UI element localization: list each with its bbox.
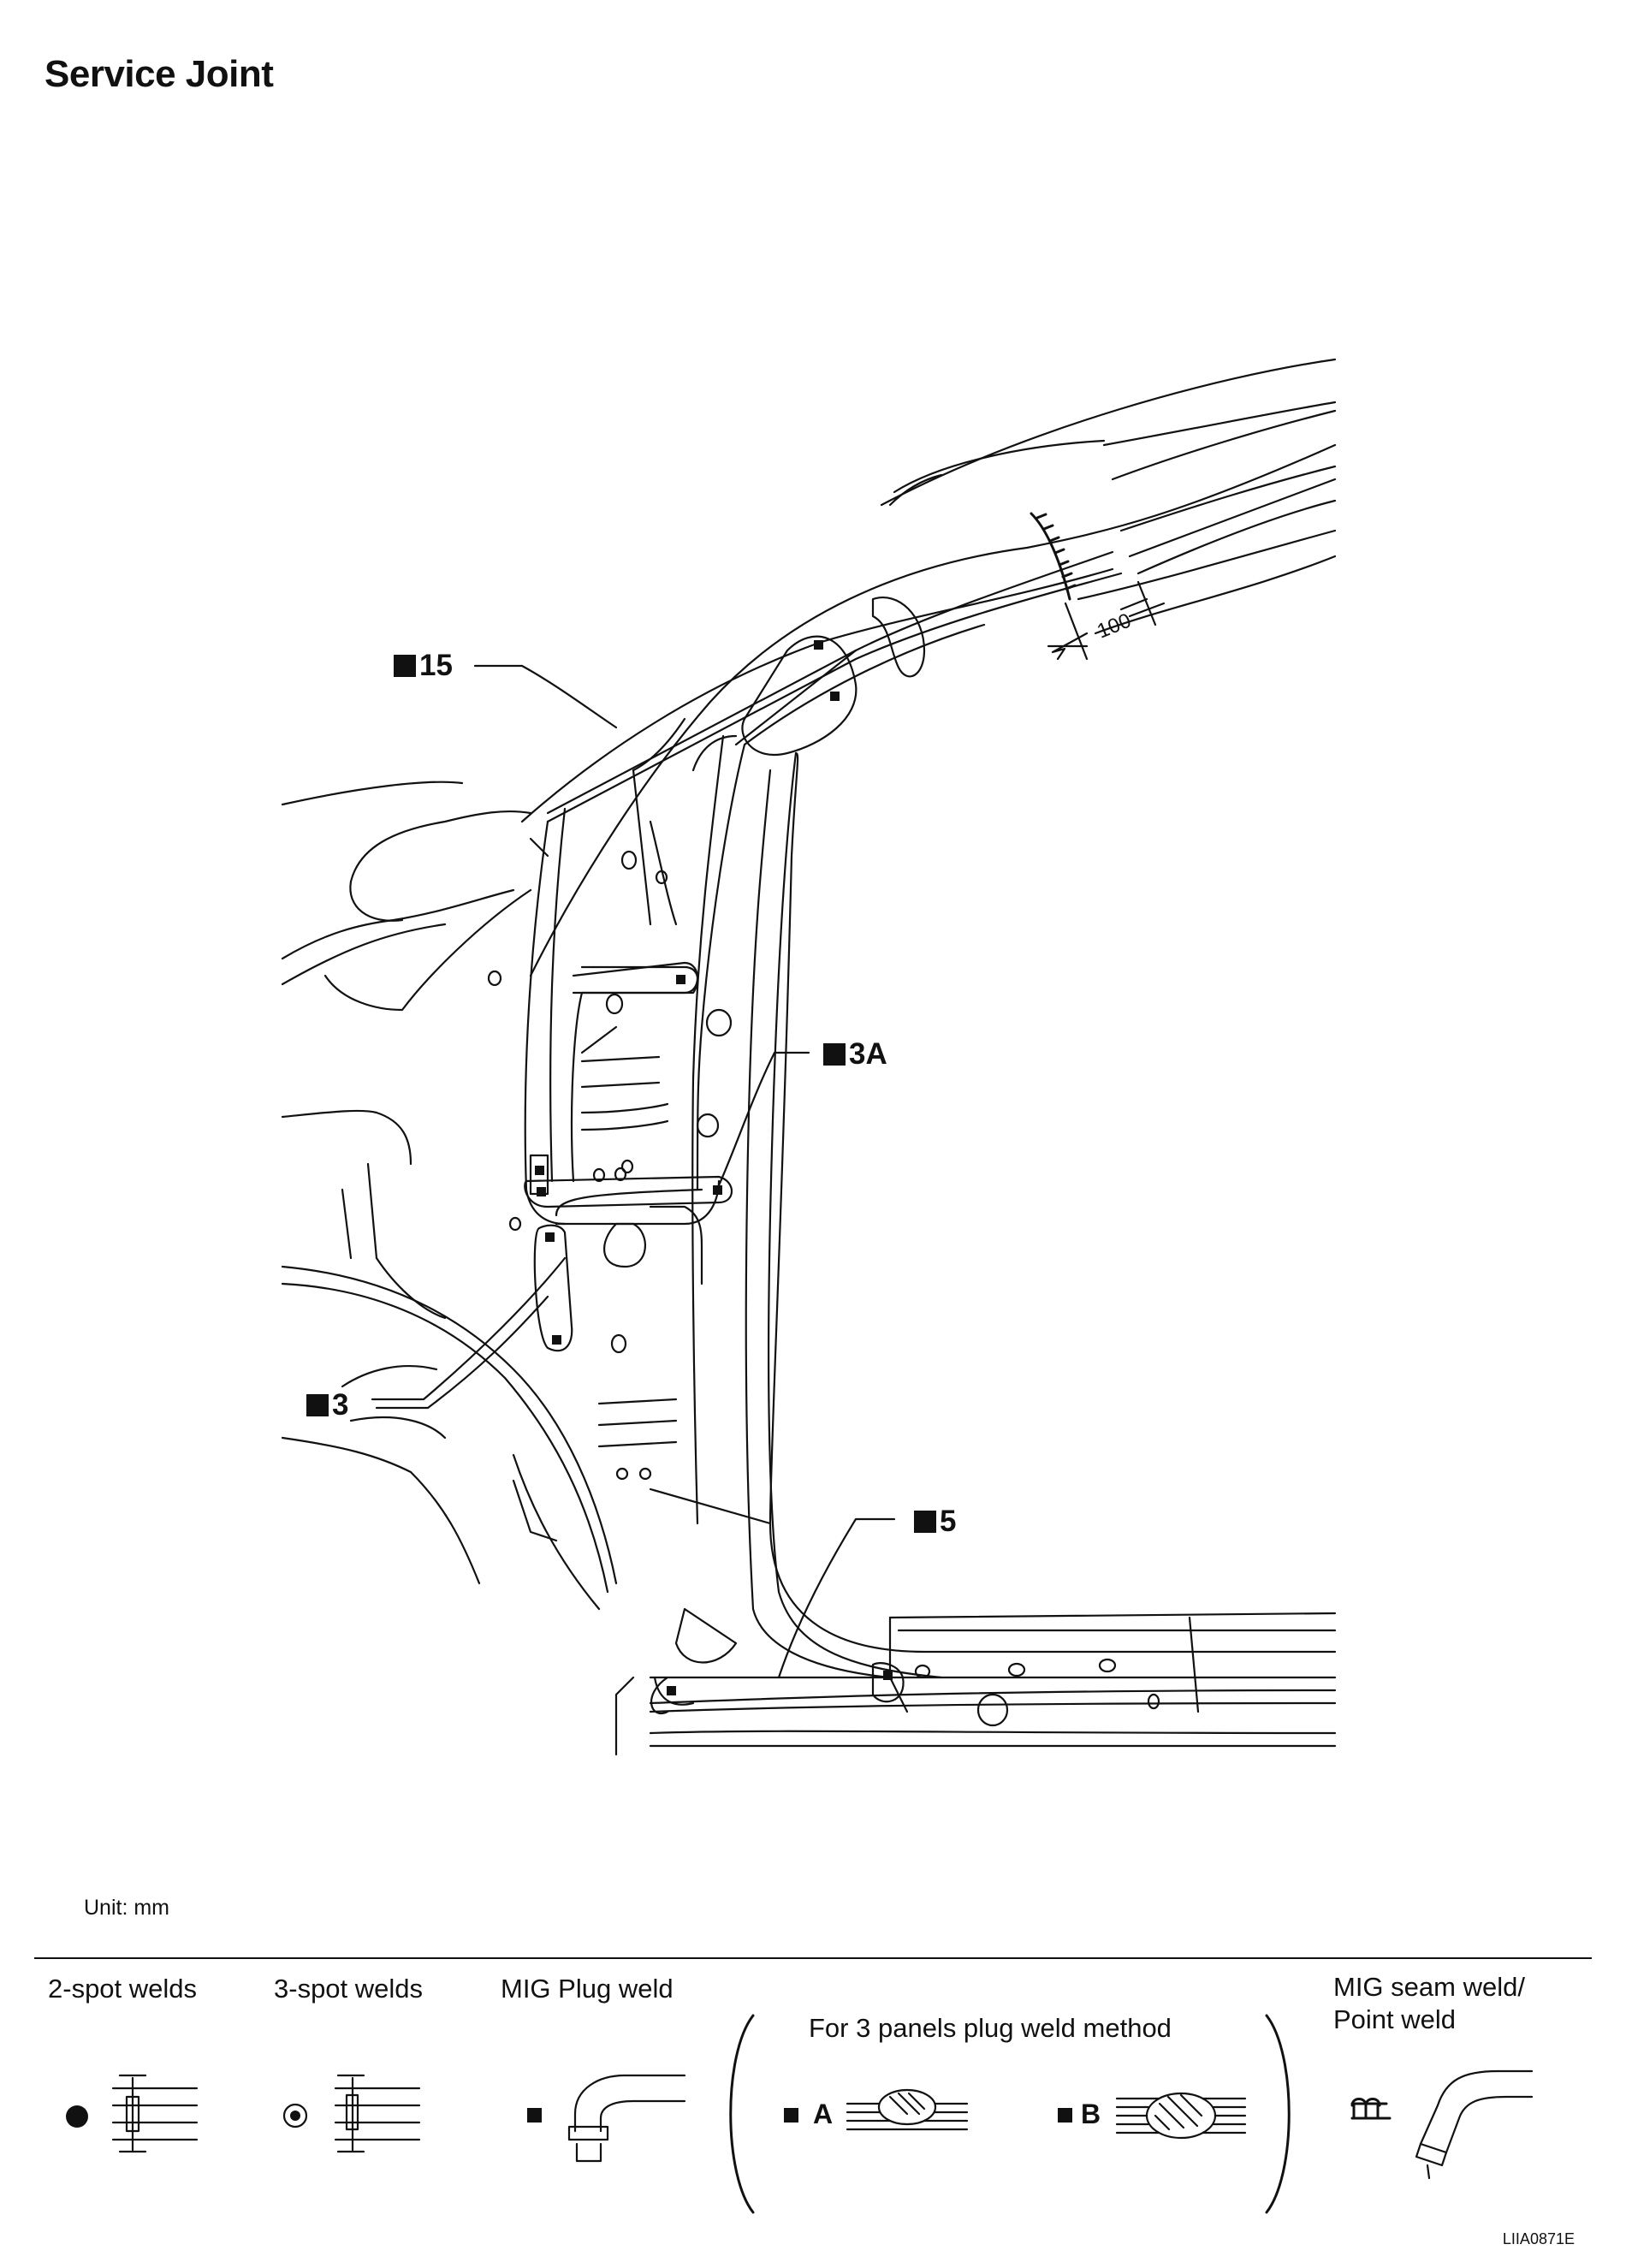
- legend-mig-seam-weld: MIG seam weld/ Point weld: [1333, 1972, 1525, 2034]
- method-b-label: B: [1081, 2099, 1101, 2129]
- legend-symbols: [66, 2014, 1534, 2214]
- callout-5: 5: [914, 1505, 956, 1539]
- callout-3a: 3A: [823, 1037, 887, 1072]
- page-title: Service Joint: [45, 53, 274, 95]
- plug-weld-icon: [914, 1511, 936, 1533]
- callout-15: 15: [394, 649, 453, 683]
- plug-weld-icon: [823, 1043, 846, 1066]
- plug-weld-icon: [394, 655, 416, 677]
- legend-divider: [34, 1957, 1592, 1959]
- plug-weld-icon: [306, 1394, 329, 1416]
- unit-label: Unit: mm: [84, 1896, 169, 1920]
- callout-3: 3: [306, 1388, 348, 1422]
- legend-3-panel-method: For 3 panels plug weld method: [809, 2013, 1172, 2043]
- legend-2-spot-welds: 2-spot welds: [48, 1974, 198, 2004]
- legend-mig-plug-weld: MIG Plug weld: [501, 1974, 674, 2004]
- figure-code: LIIA0871E: [1502, 2230, 1575, 2247]
- method-a-label: A: [813, 2099, 834, 2129]
- legend-3-spot-welds: 3-spot welds: [274, 1974, 424, 2004]
